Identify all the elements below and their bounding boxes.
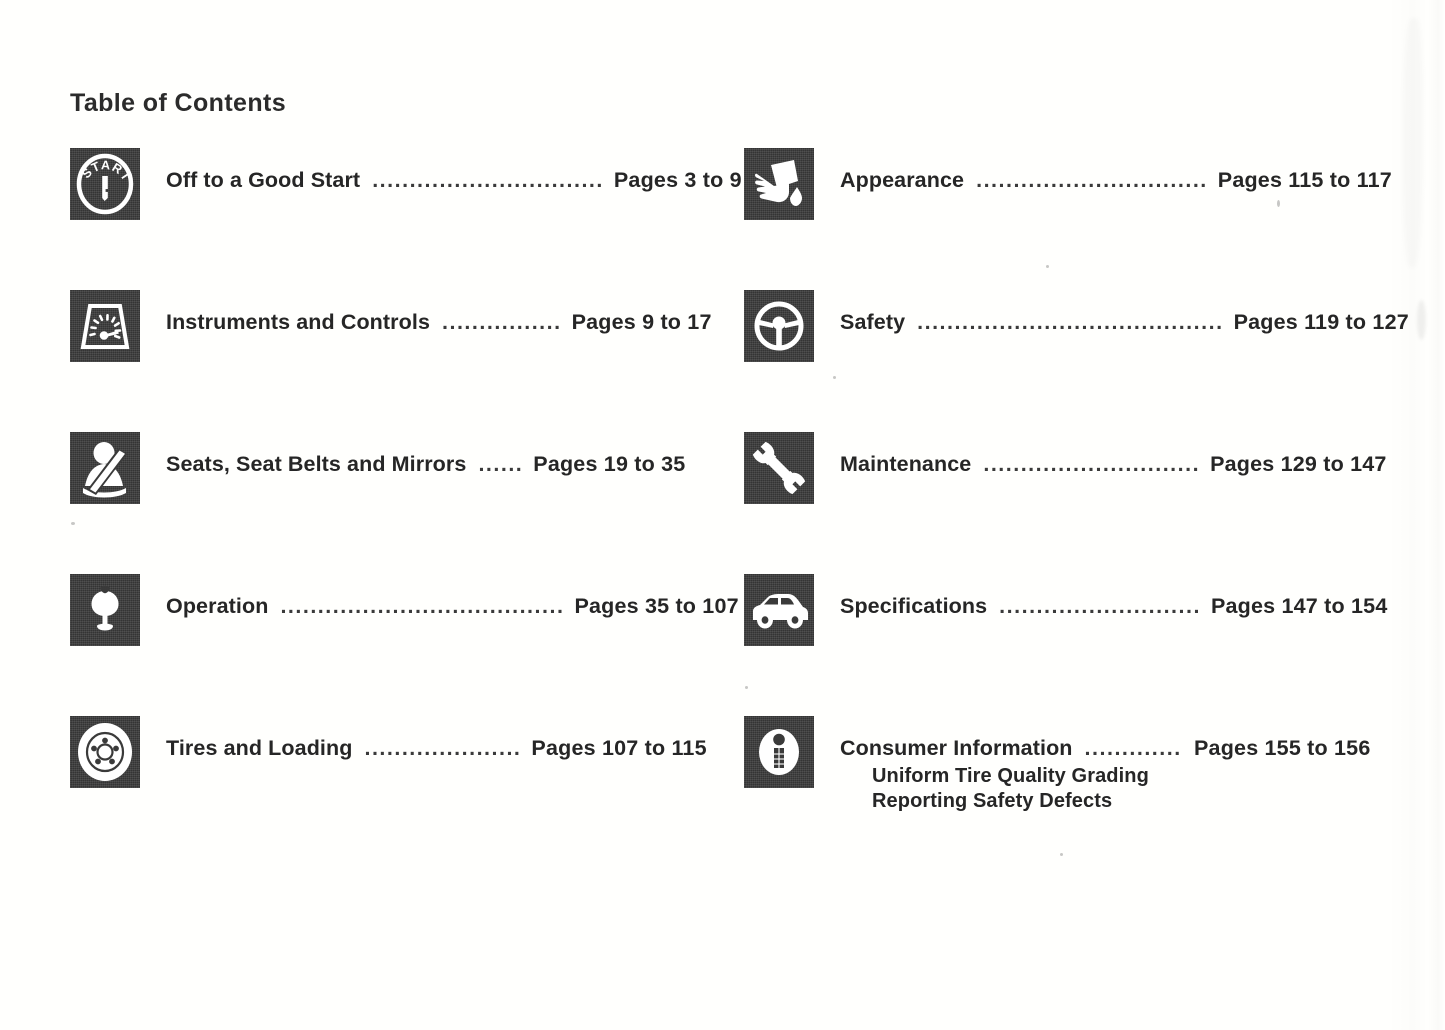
toc-subline: Uniform Tire Quality Grading xyxy=(872,765,1149,787)
dot-leader: ............................... xyxy=(976,168,1208,192)
steering-wheel-icon xyxy=(744,290,814,362)
hand-with-cloth-and-water-drop-icon xyxy=(744,148,814,220)
toc-entry-pages: Pages 119 to 127 xyxy=(1233,310,1409,334)
dot-leader: ................ xyxy=(442,310,562,334)
toc-entry-label: Off to a Good Start xyxy=(166,168,361,192)
toc-entry-pages: Pages 107 to 115 xyxy=(531,736,707,760)
toc-entry-safety[interactable]: Safety .................................… xyxy=(744,290,1409,362)
toc-entry-label: Specifications xyxy=(840,594,988,618)
information-i-icon xyxy=(744,716,814,788)
toc-entry-off-to-a-good-start[interactable]: START Off to a Good Start ..............… xyxy=(70,148,742,220)
toc-entry-label: Consumer Information xyxy=(840,736,1073,760)
gear-shift-lever-icon xyxy=(70,574,140,646)
toc-entry-label: Seats, Seat Belts and Mirrors xyxy=(166,452,467,476)
ignition-start-switch-icon: START xyxy=(70,148,140,220)
toc-entry-label: Maintenance xyxy=(840,452,972,476)
toc-entry-pages: Pages 3 to 9 xyxy=(613,168,742,192)
wheel-tire-icon xyxy=(70,716,140,788)
dot-leader: ........................... xyxy=(999,594,1201,618)
seat-belt-occupant-icon xyxy=(70,432,140,504)
toc-entry-pages: Pages 129 to 147 xyxy=(1210,452,1387,476)
dot-leader: ............................... xyxy=(372,168,604,192)
car-side-view-icon xyxy=(744,574,814,646)
toc-entry-pages: Pages 155 to 156 xyxy=(1194,736,1371,760)
toc-entry-consumer-information[interactable]: Consumer Information ............. Pages… xyxy=(744,716,1394,814)
toc-entry-label: Operation xyxy=(166,594,269,618)
toc-entry-pages: Pages 147 to 154 xyxy=(1210,594,1388,618)
dot-leader: ..................... xyxy=(364,736,522,760)
dot-leader: ............. xyxy=(1084,736,1182,760)
toc-entry-maintenance[interactable]: Maintenance ............................… xyxy=(744,432,1394,504)
toc-entry-appearance[interactable]: Appearance .............................… xyxy=(744,148,1394,220)
toc-entry-pages: Pages 19 to 35 xyxy=(533,452,686,476)
toc-entry-operation[interactable]: Operation ..............................… xyxy=(70,574,739,646)
toc-entry-pages: Pages 9 to 17 xyxy=(571,310,712,334)
toc-entry-label: Tires and Loading xyxy=(166,736,353,760)
toc-entry-seats-seat-belts-and-mirrors[interactable]: Seats, Seat Belts and Mirrors ...... Pag… xyxy=(70,432,710,504)
toc-entry-sublines: Uniform Tire Quality Grading Reporting S… xyxy=(840,764,1394,814)
toc-entry-pages: Pages 35 to 107 xyxy=(574,594,739,618)
toc-entry-pages: Pages 115 to 117 xyxy=(1217,168,1392,192)
dot-leader: ............................. xyxy=(983,452,1201,476)
toc-entry-label: Appearance xyxy=(840,168,965,192)
dot-leader: ........................................… xyxy=(917,310,1224,334)
dot-leader: ...................................... xyxy=(280,594,565,618)
instrument-gauge-cluster-icon xyxy=(70,290,140,362)
toc-entry-instruments-and-controls[interactable]: Instruments and Controls ...............… xyxy=(70,290,712,362)
toc-subline: Reporting Safety Defects xyxy=(872,790,1113,812)
toc-entry-label: Instruments and Controls xyxy=(166,310,431,334)
wrench-icon xyxy=(744,432,814,504)
dot-leader: ...... xyxy=(478,452,524,476)
page-title: Table of Contents xyxy=(70,88,287,117)
toc-entry-tires-and-loading[interactable]: Tires and Loading ..................... … xyxy=(70,716,710,788)
toc-entry-specifications[interactable]: Specifications .........................… xyxy=(744,574,1394,646)
toc-entry-label: Safety xyxy=(840,310,906,334)
